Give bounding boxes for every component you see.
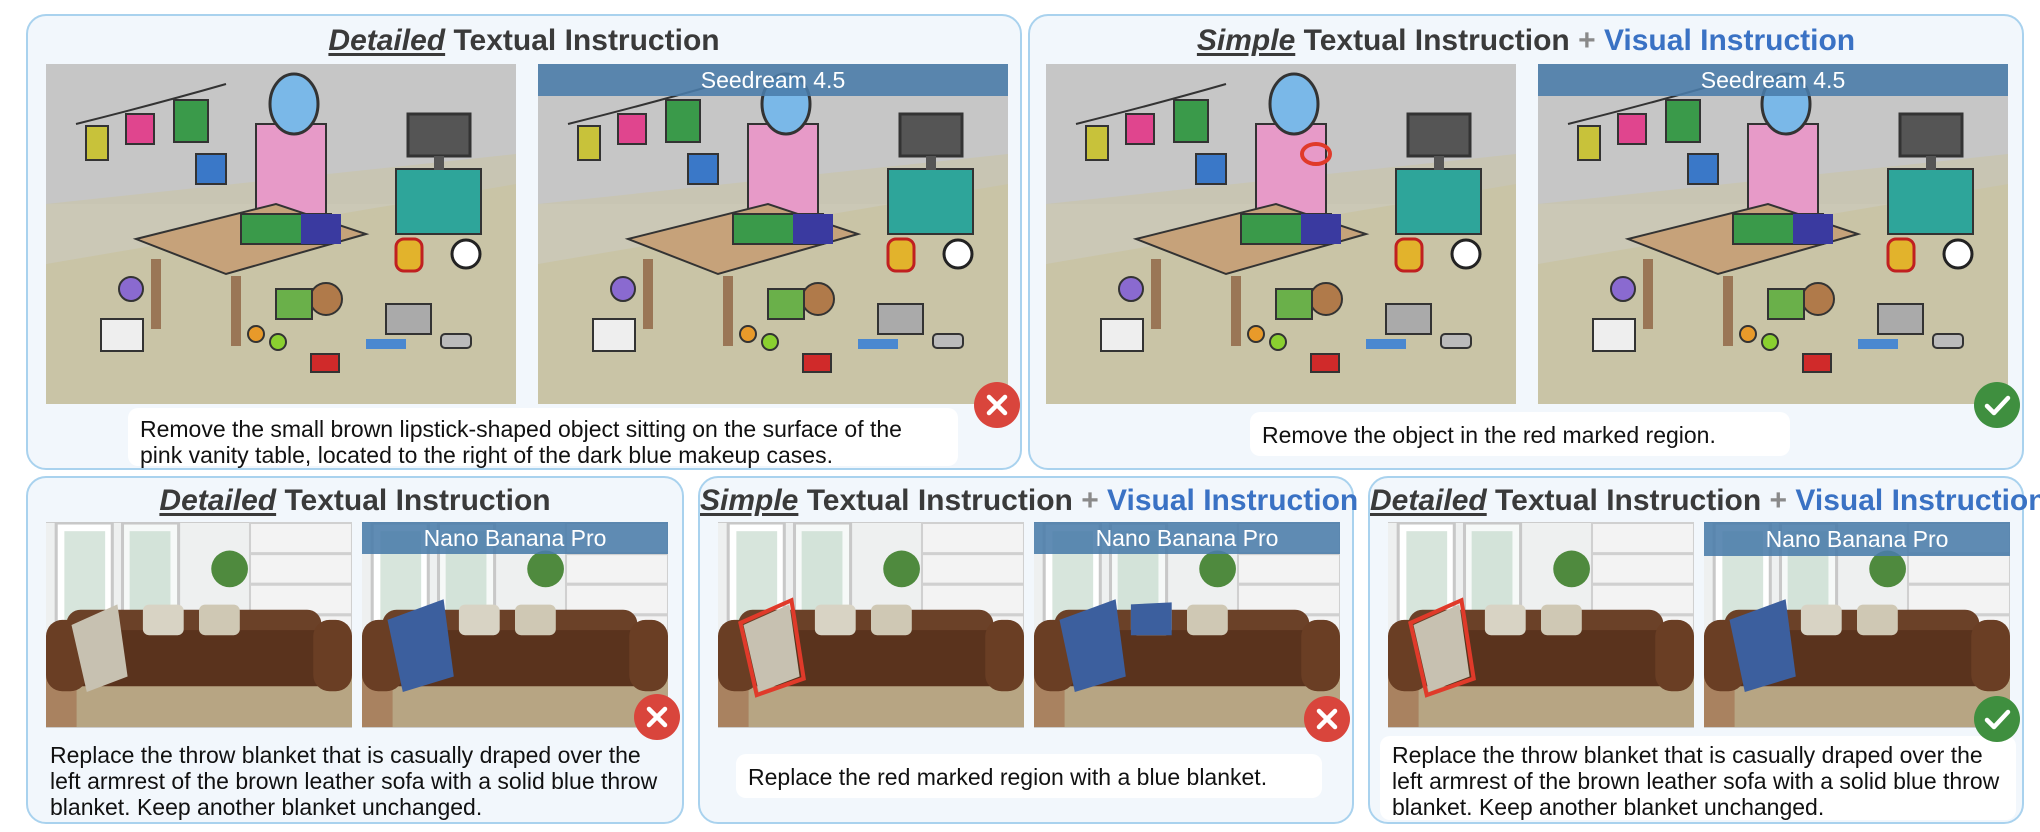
- panel-detailed-visual-nanobanana: Detailed Textual Instruction + Visual In…: [1368, 476, 2040, 824]
- title-emphasis: Simple: [700, 484, 799, 517]
- title-visual: Visual Instruction: [1595, 24, 1856, 57]
- gray-blanket: [71, 604, 128, 692]
- x-circle-icon: [634, 694, 680, 740]
- panel-detailed-textual-seedream: Detailed Textual Instruction Seedream 4.…: [26, 14, 1022, 470]
- instruction-text: Remove the object in the red marked regi…: [1250, 412, 1790, 456]
- gray-blanket: [743, 604, 800, 692]
- panel-title: Simple Textual Instruction + Visual Inst…: [1030, 24, 2022, 58]
- title-visual: Visual Instruction: [1098, 484, 1359, 517]
- input-image: [46, 64, 516, 404]
- model-label: Seedream 4.5: [1538, 64, 2008, 96]
- check-circle-icon: [1974, 696, 2020, 742]
- title-plus: +: [1081, 484, 1099, 517]
- input-image: [46, 522, 352, 728]
- room-illustration: [1538, 64, 2008, 404]
- instruction-text: Replace the throw blanket that is casual…: [1380, 736, 2016, 820]
- output-image: Seedream 4.5: [538, 64, 1008, 404]
- title-text: Textual Instruction: [276, 484, 551, 517]
- panel-title: Detailed Textual Instruction + Visual In…: [1370, 484, 2040, 518]
- room-illustration: [1046, 64, 1516, 404]
- panel-title: Simple Textual Instruction + Visual Inst…: [700, 484, 1358, 518]
- blue-blanket: [387, 599, 454, 692]
- instruction-text: Remove the small brown lipstick-shaped o…: [128, 408, 958, 468]
- title-emphasis: Simple: [1196, 24, 1296, 57]
- instruction-text: Replace the throw blanket that is casual…: [50, 742, 658, 820]
- room-illustration: [46, 64, 516, 404]
- panel-simple-visual-nanobanana: Simple Textual Instruction + Visual Inst…: [698, 476, 1358, 824]
- title-text: Textual Instruction: [798, 484, 1082, 517]
- x-circle-icon: [1304, 696, 1350, 742]
- x-circle-icon: [974, 382, 1020, 428]
- check-circle-icon: [1974, 382, 2020, 428]
- title-visual: Visual Instruction: [1787, 484, 2040, 517]
- output-image: Nano Banana Pro: [1034, 522, 1340, 728]
- model-label: Nano Banana Pro: [1704, 522, 2010, 556]
- blue-blanket: [1059, 599, 1172, 692]
- instruction-text: Replace the red marked region with a blu…: [736, 754, 1322, 798]
- title-plus: +: [1578, 24, 1596, 57]
- room-illustration: [538, 64, 1008, 404]
- gray-blanket: [1413, 604, 1470, 692]
- red-marker-icon: [1408, 597, 1476, 698]
- title-plus: +: [1769, 484, 1788, 517]
- title-emphasis: Detailed: [328, 24, 446, 57]
- title-emphasis: Detailed: [159, 484, 277, 517]
- panel-title: Detailed Textual Instruction: [28, 484, 682, 518]
- red-marker-icon: [738, 597, 806, 698]
- title-emphasis: Detailed: [1370, 484, 1487, 517]
- model-label: Seedream 4.5: [538, 64, 1008, 96]
- title-text: Textual Instruction: [1486, 484, 1770, 517]
- panel-simple-visual-seedream: Simple Textual Instruction + Visual Inst…: [1028, 14, 2024, 470]
- input-image: [718, 522, 1024, 728]
- title-text: Textual Instruction: [445, 24, 720, 57]
- input-image: [1046, 64, 1516, 404]
- panel-title: Detailed Textual Instruction: [28, 24, 1020, 58]
- title-text: Textual Instruction: [1295, 24, 1579, 57]
- input-image: [1388, 522, 1694, 728]
- output-image: Nano Banana Pro: [362, 522, 668, 728]
- model-label: Nano Banana Pro: [362, 522, 668, 554]
- model-label: Nano Banana Pro: [1034, 522, 1340, 554]
- blue-blanket: [1729, 599, 1796, 692]
- output-image: Seedream 4.5: [1538, 64, 2008, 404]
- output-image: Nano Banana Pro: [1704, 522, 2010, 728]
- panel-detailed-textual-nanobanana: Detailed Textual Instruction Nano Banana…: [26, 476, 684, 824]
